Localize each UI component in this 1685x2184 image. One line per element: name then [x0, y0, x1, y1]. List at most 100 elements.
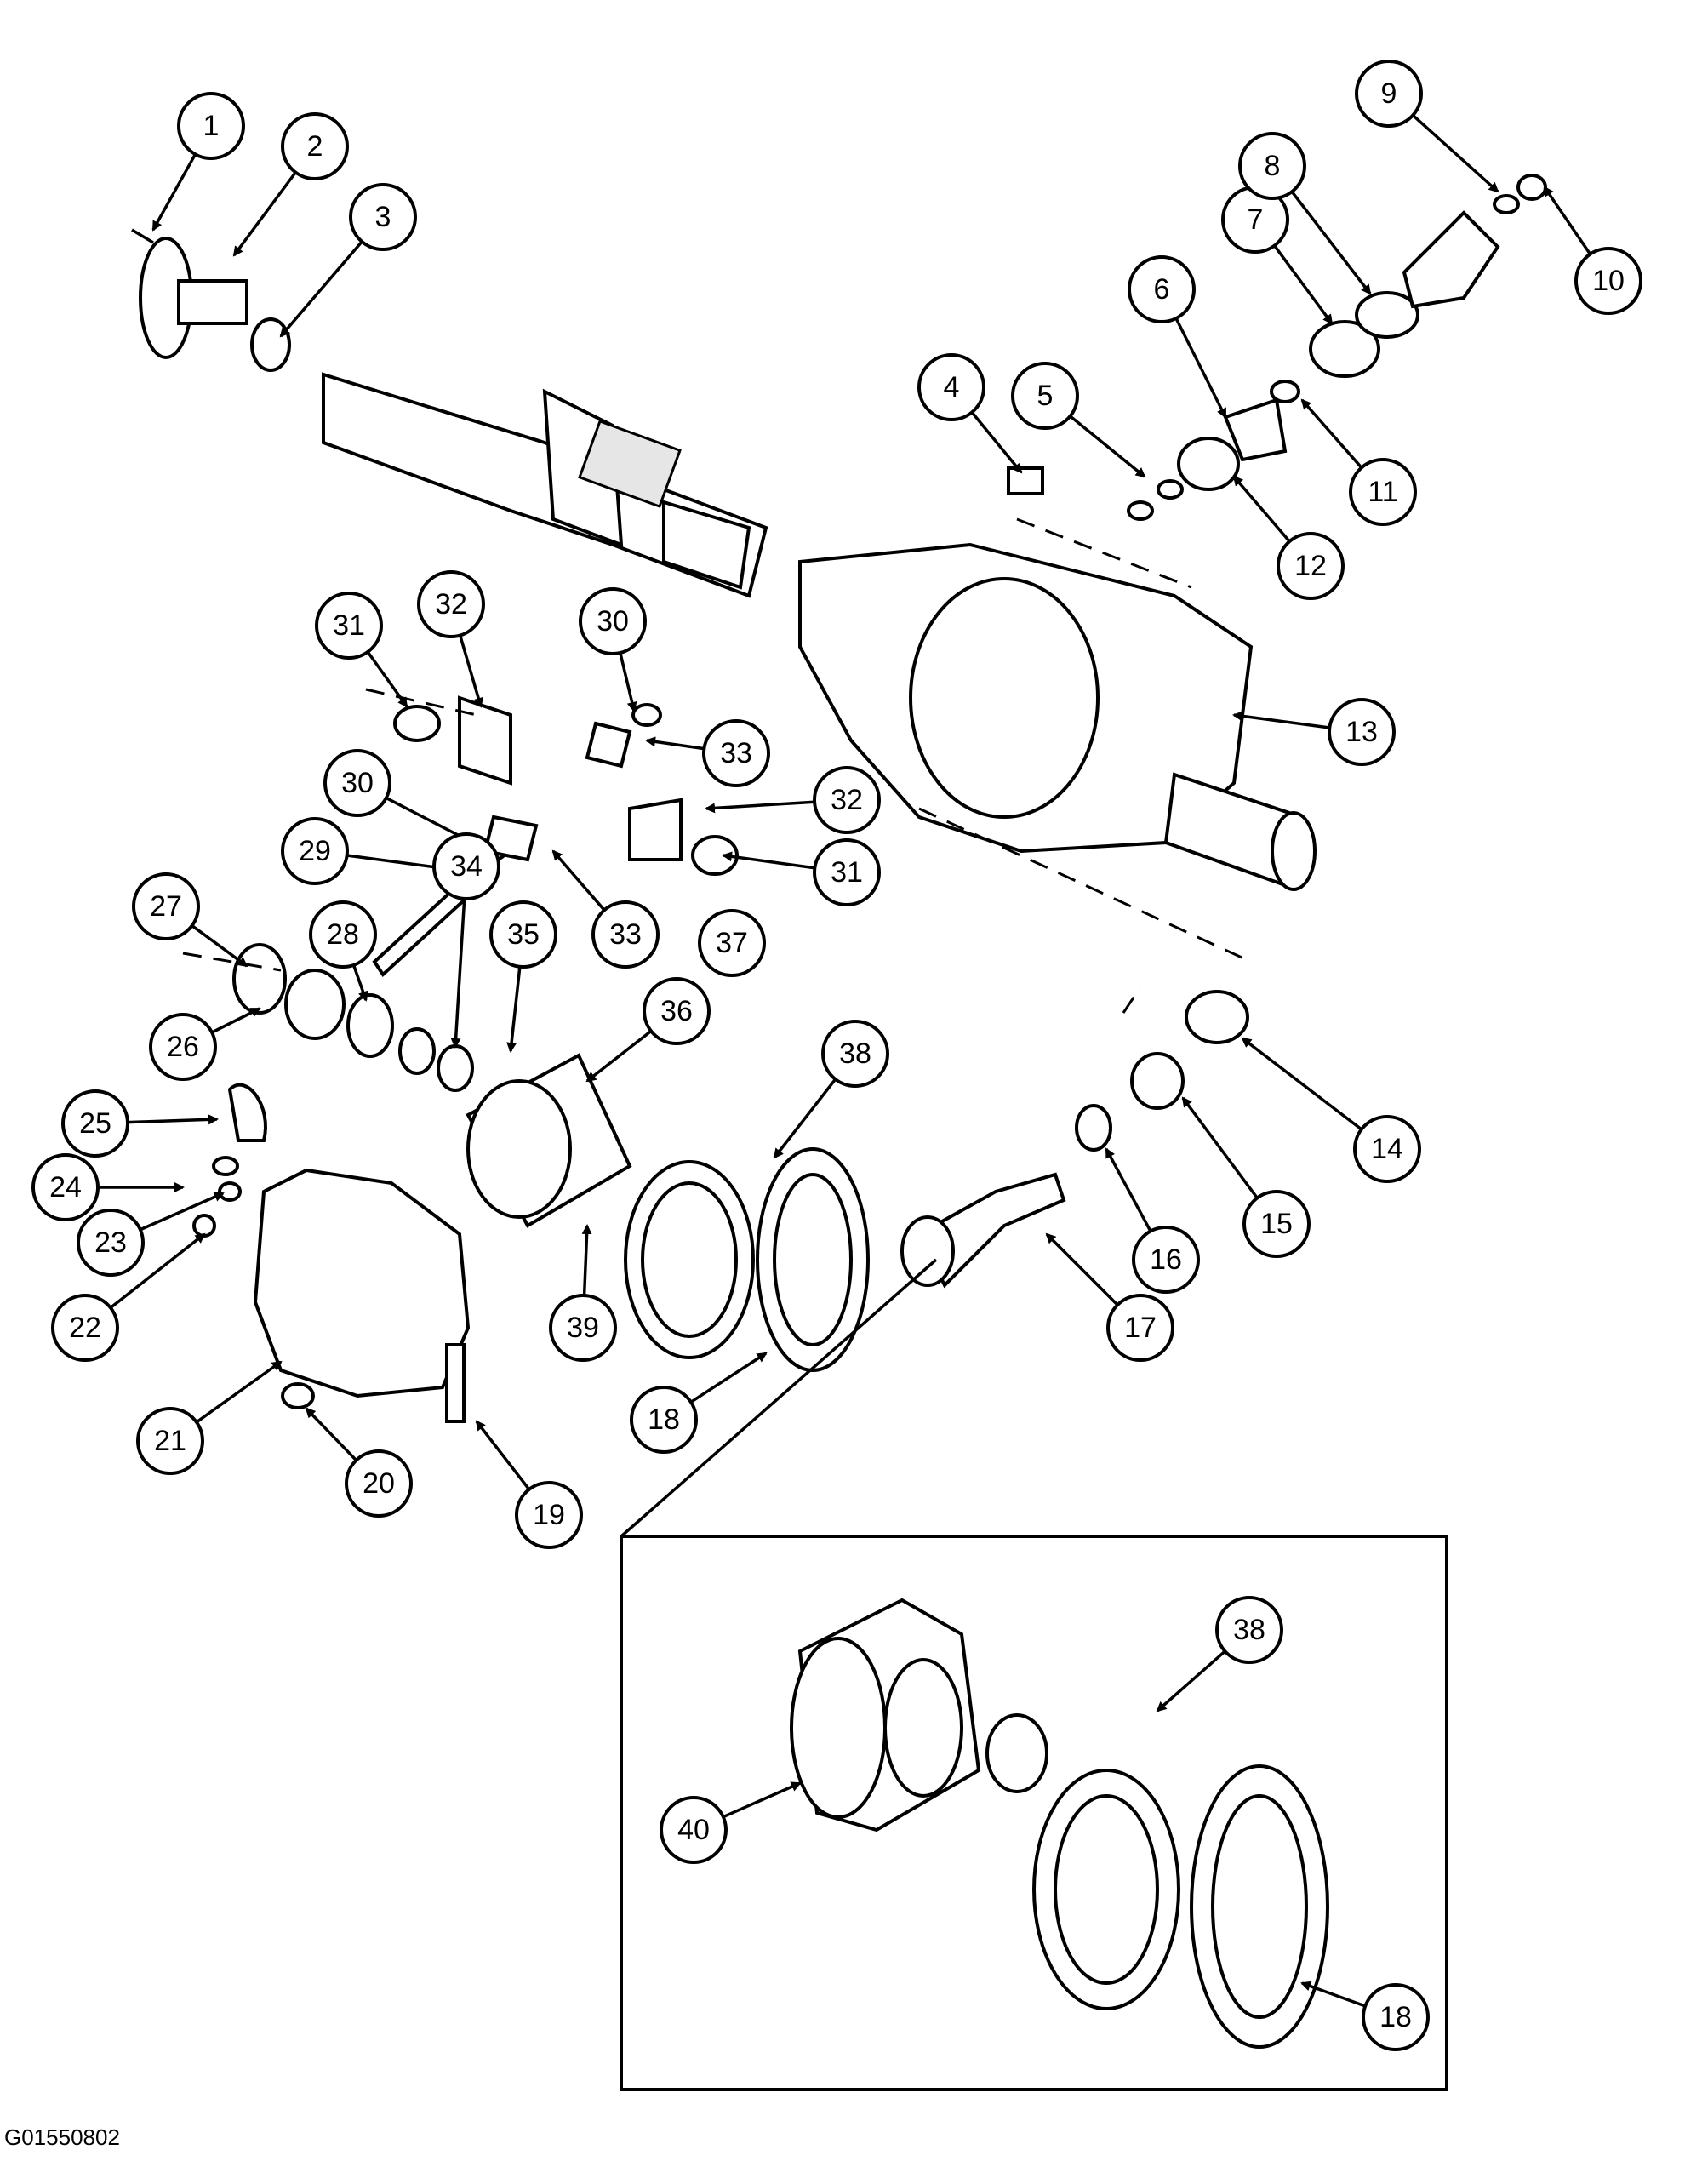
leader-line-35	[506, 966, 522, 1053]
callout-31: 31	[315, 592, 383, 660]
callout-30: 30	[323, 749, 391, 817]
callout-21: 21	[136, 1407, 204, 1475]
callout-29: 29	[281, 817, 349, 885]
callout-circle	[591, 900, 660, 969]
callout-number: 34	[450, 850, 483, 883]
leader-line-32	[705, 800, 815, 814]
callout-34: 34	[432, 832, 500, 900]
callout-12: 12	[1277, 532, 1345, 600]
leader-line-13	[1232, 711, 1330, 729]
callout-number: 35	[507, 918, 540, 951]
callout-number: 2	[307, 130, 323, 163]
callout-33: 33	[702, 719, 770, 787]
callout-number: 29	[299, 835, 331, 867]
leader-line-26	[211, 1007, 261, 1034]
callout-28: 28	[309, 900, 377, 969]
callout-number: 20	[363, 1467, 395, 1500]
leader-line-27	[191, 924, 248, 968]
callout-number: 26	[167, 1031, 199, 1063]
callout-circle	[132, 872, 200, 940]
callout-circle	[1328, 698, 1396, 766]
callout-number: 33	[609, 918, 642, 951]
leader-line-29	[346, 854, 444, 872]
leader-line-31	[366, 650, 408, 708]
callout-32: 32	[417, 570, 485, 638]
callout-circle	[1128, 255, 1196, 323]
callout-number: 22	[69, 1312, 101, 1344]
leader-line-22	[109, 1232, 206, 1309]
callout-circle	[1353, 1115, 1421, 1183]
callout-25: 25	[61, 1089, 129, 1158]
callout-26: 26	[149, 1013, 217, 1081]
diff-cover	[192, 1156, 471, 1423]
callout-circle	[813, 838, 881, 906]
callout-30: 30	[579, 587, 647, 655]
leader-line-12	[1232, 475, 1291, 543]
callout-36: 36	[643, 977, 711, 1045]
callout-circle	[515, 1481, 583, 1549]
callout-number: 16	[1150, 1244, 1182, 1276]
callout-number: 14	[1371, 1133, 1403, 1165]
axle-flange	[131, 228, 291, 372]
leader-line-25	[127, 1114, 219, 1125]
callout-circle	[345, 1449, 413, 1518]
callout-number: 9	[1381, 77, 1397, 110]
callout-number: 10	[1592, 265, 1625, 297]
callout-number: 37	[716, 927, 748, 959]
callout-number: 36	[660, 995, 693, 1027]
callout-circle	[821, 1020, 889, 1088]
callout-11: 11	[1349, 458, 1417, 526]
leader-line-1	[151, 153, 197, 232]
callout-circle	[698, 909, 766, 977]
callout-circle	[432, 832, 500, 900]
leader-line-15	[1181, 1096, 1259, 1199]
callout-10: 10	[1574, 247, 1642, 315]
leader-line-38	[1156, 1649, 1226, 1712]
callout-number: 7	[1248, 203, 1264, 236]
differential-housing	[798, 542, 1317, 891]
leader-line-4	[970, 411, 1023, 474]
callout-circle	[417, 570, 485, 638]
parts-layer	[131, 174, 1547, 2091]
callout-circle	[630, 1386, 698, 1454]
callout-number: 6	[1154, 273, 1170, 306]
callout-2: 2	[281, 112, 349, 180]
callout-circle	[1349, 458, 1417, 526]
callout-18: 18	[1362, 1983, 1430, 2051]
figure-id: G01550802	[4, 2124, 120, 2150]
callout-number: 30	[597, 605, 629, 637]
leader-line-28	[351, 964, 368, 1002]
callout-35: 35	[489, 900, 557, 969]
callout-number: 23	[94, 1226, 127, 1259]
callout-number: 39	[567, 1312, 599, 1344]
leader-line-32	[458, 634, 483, 708]
leader-line-5	[1069, 415, 1146, 478]
callout-number: 18	[1379, 2001, 1412, 2033]
callout-3: 3	[349, 183, 417, 251]
callout-circle	[1011, 362, 1079, 430]
callout-9: 9	[1355, 60, 1423, 128]
leader-line-21	[195, 1360, 283, 1424]
callout-4: 4	[917, 353, 985, 421]
leader-line-7	[1273, 244, 1334, 325]
callout-6: 6	[1128, 255, 1196, 323]
callout-number: 33	[720, 737, 752, 769]
callout-16: 16	[1132, 1226, 1200, 1294]
callout-13: 13	[1328, 698, 1396, 766]
leader-line-10	[1543, 186, 1592, 255]
callout-number: 12	[1294, 550, 1327, 582]
callout-circle	[309, 900, 377, 969]
callout-number: 31	[831, 856, 863, 889]
callout-number: 18	[648, 1404, 680, 1436]
leaders-layer	[98, 114, 1592, 2008]
callout-circle	[51, 1294, 119, 1362]
leader-line-38	[773, 1078, 837, 1159]
callout-number: 8	[1265, 150, 1281, 182]
leader-line-30	[619, 652, 637, 712]
callout-circle	[1215, 1596, 1283, 1664]
callout-39: 39	[549, 1294, 617, 1362]
callout-19: 19	[515, 1481, 583, 1549]
callout-circle	[1355, 60, 1423, 128]
